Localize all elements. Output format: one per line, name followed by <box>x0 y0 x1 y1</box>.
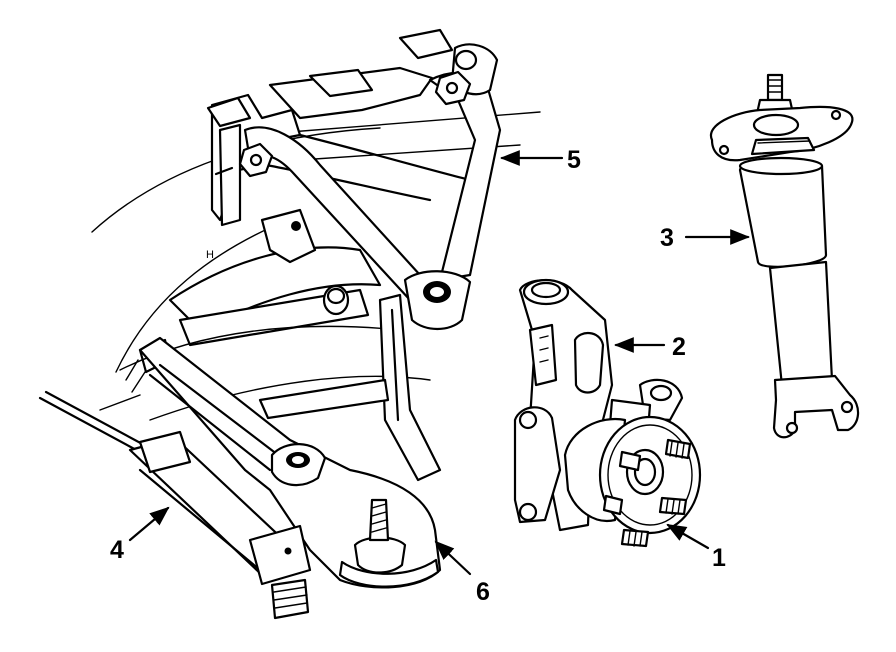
shock-absorber <box>709 73 860 439</box>
hub-bearing <box>563 415 702 548</box>
callout-leaders <box>128 150 750 576</box>
callout-5: 5 <box>567 146 581 174</box>
svg-text:H: H <box>206 249 214 261</box>
lower-control-arm <box>138 293 442 589</box>
callout-2: 2 <box>672 333 686 361</box>
stabilizer-bar <box>38 390 312 620</box>
callout-1: 1 <box>712 544 726 572</box>
frame-structure: H <box>91 28 541 421</box>
callout-3: 3 <box>660 224 674 252</box>
callout-4: 4 <box>110 536 124 564</box>
upper-control-arm <box>206 43 502 331</box>
wheel-studs <box>602 438 692 548</box>
callout-6: 6 <box>476 578 490 606</box>
